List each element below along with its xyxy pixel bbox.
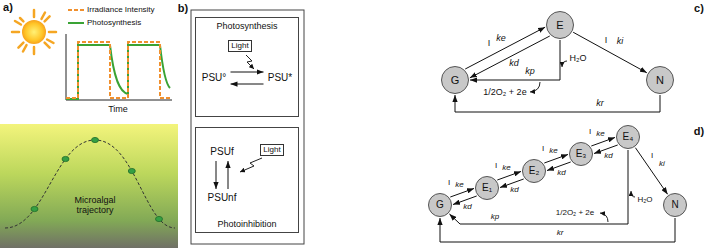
product-label: 1/2O₂ + 2e [556, 208, 594, 217]
node-text: PSU* [268, 72, 292, 84]
rate-label: ki [659, 160, 665, 169]
transition-arrow [228, 161, 229, 189]
light-label: Light [228, 40, 251, 51]
legend-line [68, 9, 84, 11]
sun-icon [12, 10, 56, 54]
state-circle: E₁ [475, 176, 499, 200]
process-box: Photoinhibition PSUfPSUnf [195, 127, 299, 233]
panel-label: c) [694, 2, 704, 15]
rate-label: kp [525, 67, 535, 77]
node-text: E₂ [529, 165, 540, 177]
node-text: E₁ [482, 182, 492, 194]
rate-label: ke [596, 130, 604, 139]
legend-text: Photosynthesis [87, 18, 141, 27]
product-label: 1/2O₂ + 2e [483, 87, 526, 97]
legend-samples [68, 10, 84, 23]
lightning-symbol [240, 55, 262, 172]
transition-arrow [216, 161, 217, 189]
transition-arrow [635, 148, 667, 195]
process-box: PhotosynthesisPSU° PSU* [195, 17, 299, 117]
axis-label: Time [108, 104, 128, 114]
reactant-label: H₂O [570, 53, 587, 63]
rate-label: kd [604, 152, 612, 161]
transition-arrow [497, 171, 521, 180]
node-text: E₄ [623, 131, 634, 143]
rate-label: ke [549, 147, 557, 156]
node-text: E [556, 19, 563, 32]
light-mark: I [651, 151, 653, 160]
rate-label: ki [617, 37, 624, 47]
transition-arrow [465, 27, 545, 69]
node-text: PSU° [202, 72, 227, 84]
trajectory-label: Microalgal trajectory [62, 195, 128, 216]
transition-arrow [455, 95, 660, 112]
state-circle: E₄ [616, 125, 640, 149]
legend-line [68, 22, 84, 24]
node-text: E₃ [576, 148, 587, 160]
state-circle: E₃ [569, 142, 593, 166]
light-label: Light [260, 144, 283, 155]
node-text: G [451, 74, 460, 87]
node-text: N [656, 74, 664, 87]
rate-label: kd [510, 186, 518, 195]
transition-arrow [231, 72, 264, 73]
state-circle: E [546, 11, 574, 39]
transition-arrow [470, 36, 550, 78]
water-column [0, 124, 178, 248]
transition-arrow [231, 84, 264, 85]
state-circle: E₂ [522, 159, 546, 183]
node-text: G [436, 199, 444, 211]
light-mark: I [448, 178, 450, 187]
state-label: PSU* [266, 71, 295, 85]
transition-arrow [573, 32, 647, 73]
light-mark: I [488, 38, 491, 48]
light-mark: I [589, 127, 591, 136]
transition-arrow [450, 188, 474, 197]
light-mark: I [542, 144, 544, 153]
transition-arrow [449, 150, 628, 224]
state-label: PSUf [208, 145, 236, 159]
node-text: Photosynthesis [216, 21, 277, 31]
rate-label: ke [502, 164, 510, 173]
rate-label: kd [463, 203, 471, 212]
reactant-label: H₂O [637, 195, 652, 204]
legend-text: Irradiance Intensity [87, 5, 155, 14]
time-chart [66, 34, 172, 100]
rate-label: ke [455, 181, 463, 190]
state-circle: N [663, 193, 687, 217]
node-text: N [671, 199, 678, 211]
rate-label: kr [557, 229, 564, 238]
state-label: PSUnf [206, 191, 239, 205]
state-circle: G [428, 193, 452, 217]
state-circle: N [646, 66, 674, 94]
transition-arrow [470, 40, 560, 80]
state-label: PSU° [200, 71, 229, 85]
rate-label: ke [496, 34, 506, 44]
transition-arrow [544, 154, 568, 163]
node-text: Photoinhibition [217, 219, 276, 229]
panel-frame [191, 10, 304, 244]
light-mark: I [495, 161, 497, 170]
rate-label: kd [509, 59, 519, 69]
state-circle: G [441, 66, 469, 94]
node-text: PSUnf [208, 192, 237, 204]
rate-label: kp [491, 213, 499, 222]
light-mark: I [605, 35, 608, 45]
rate-label: kd [557, 169, 565, 178]
rate-label: kr [596, 99, 604, 109]
panel-label: b) [178, 2, 188, 15]
node-text: PSUf [210, 146, 233, 158]
panel-label: a) [3, 1, 13, 14]
panel-label: d) [694, 125, 704, 138]
transition-arrow [440, 218, 675, 242]
transition-arrow [591, 137, 615, 146]
